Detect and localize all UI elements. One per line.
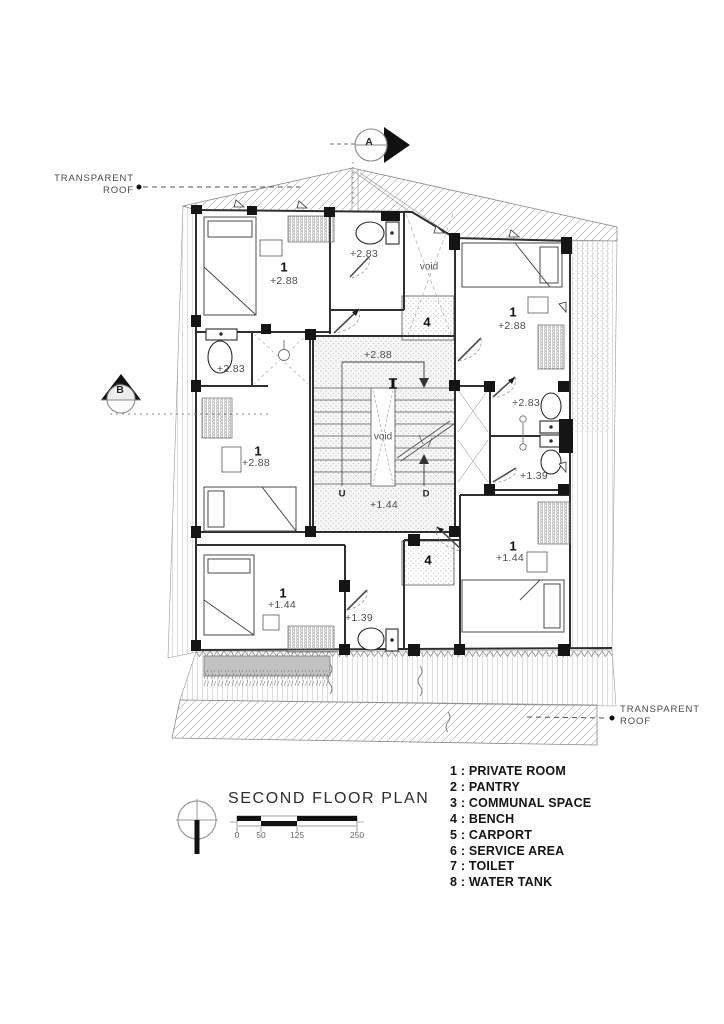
toilet-right-lower-level: +1.39 [519,470,549,482]
roof-note-bottom: TRANSPARENT ROOF [620,704,700,727]
legend: 1 : PRIVATE ROOM 2 : PANTRY 3 : COMMUNAL… [450,764,591,891]
shelf-units [201,215,571,653]
window-marks [233,199,567,474]
section-marker-a [330,127,410,206]
room-bottom-left-number: 1 [279,585,287,601]
stair-void-label: void [373,431,393,443]
legend-item-carport: 5 : CARPORT [450,827,533,842]
room-top-left-number: 1 [280,259,288,275]
stair-hall [313,295,455,586]
stair-upper-level: +2.88 [363,349,393,361]
room-top-right-level: +2.88 [497,320,527,332]
bench-top-number: 4 [423,314,431,330]
drawing-title: SECOND FLOOR PLAN [228,790,430,807]
room-mid-left-level: +2.88 [241,457,271,469]
legend-item-private-room: 1 : PRIVATE ROOM [450,764,566,778]
roof-note-leaders [136,184,615,721]
scale-bar-graphic [230,815,364,832]
bottom-wall-sawtooth [196,651,612,658]
scale-tick-125: 125 [289,830,305,840]
legend-item-water-tank: 8 : WATER TANK [450,875,553,890]
stair-up-label: U [338,488,346,500]
legend-item-communal-space: 3 : COMMUNAL SPACE [450,795,592,810]
room-bottom-right-level: +1.44 [495,552,525,564]
section-a-label: A [365,136,373,148]
stair-down-label: D [422,488,430,500]
roof-note-top: TRANSPARENT ROOF [54,173,134,196]
room-top-left-level: +2.88 [269,275,299,287]
planter [203,655,331,686]
room-top-right-number: 1 [509,304,517,320]
roof-hatching [167,167,618,746]
scale-tick-0: 0 [234,830,240,840]
stair-lower-level: +1.44 [369,499,399,511]
doors [333,256,517,611]
legend-item-pantry: 2 : PANTRY [450,779,521,794]
columns [191,205,573,656]
void-top-label: void [419,261,439,273]
section-b-label: B [116,384,124,396]
toilet-left-level: +2.83 [216,363,246,375]
toilet-top-level: +2.83 [349,248,379,260]
room-bottom-left-level: +1.44 [267,599,297,611]
legend-item-bench: 4 : BENCH [450,811,515,826]
legend-item-toilet: 7 : TOILET [450,859,515,874]
tables [221,239,549,631]
toilet-bottom-level: +1.39 [344,612,374,624]
toilet-fixtures [205,221,563,652]
scale-tick-250: 250 [349,830,365,840]
room-mid-left-number: 1 [254,443,262,459]
section-marker-b [101,374,268,415]
toilet-right-upper-level: +2.83 [511,397,541,409]
bench-bottom-number: 4 [424,552,432,568]
room-bottom-right-number: 1 [509,538,517,554]
legend-item-service-area: 6 : SERVICE AREA [450,843,565,858]
beds [203,216,565,636]
scale-tick-50: 50 [256,830,266,840]
north-arrow-icon [176,799,218,854]
